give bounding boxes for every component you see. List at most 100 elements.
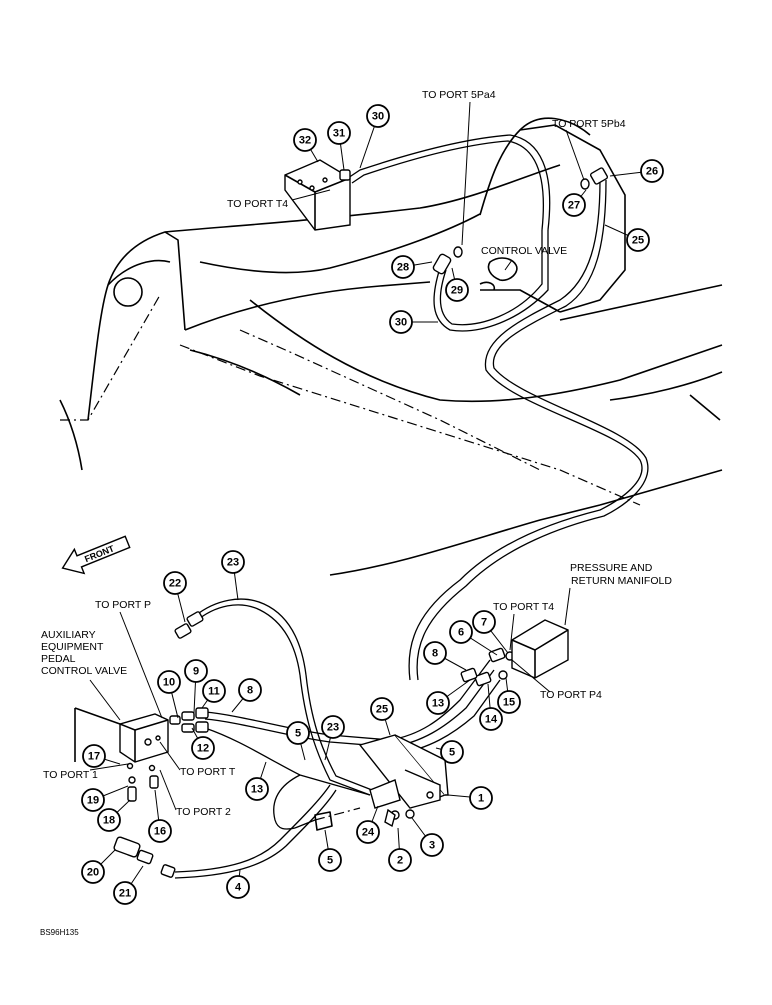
callout-number: 29 [451,285,463,297]
callout-circle [370,697,394,721]
label-aux-3: PEDAL [41,653,76,665]
callout-number: 5 [327,855,333,867]
callout-number: 19 [87,795,99,807]
callout-number: 30 [372,111,384,123]
callout-20: 20 [81,849,116,884]
label-to-port-t: TO PORT T [180,766,236,778]
label-to-port-1: TO PORT 1 [43,769,98,781]
callout-circle [245,777,269,801]
callout-13: 13 [426,679,471,715]
callout-number: 8 [432,648,438,660]
callout-circle [202,679,226,703]
label-to-port-t4-top: TO PORT T4 [227,198,288,210]
callout-25: 25 [604,224,650,252]
label-leaders [89,101,585,811]
callout-31: 31 [327,121,351,171]
callout-circle [449,620,473,644]
callout-circle [388,848,412,872]
callout-number: 12 [197,743,209,755]
label-pressure-manifold-2: RETURN MANIFOLD [571,575,672,587]
callout-circle [479,707,503,731]
callout-number: 6 [458,627,464,639]
top-manifold-block [284,159,351,231]
callout-circle [163,571,187,595]
callout-circle [81,788,105,812]
callout-number: 23 [227,557,239,569]
callout-number: 21 [119,888,131,900]
callout-number: 15 [503,697,515,709]
callout-circle [327,121,351,145]
callout-14: 14 [479,683,503,731]
callout-number: 26 [646,166,658,178]
callout-number: 25 [632,235,644,247]
aux-pedal-valve [74,707,169,763]
callout-24: 24 [356,805,380,844]
callout-circle [356,820,380,844]
callout-22: 22 [163,571,187,623]
callout-number: 10 [163,677,175,689]
callout-17: 17 [82,744,121,768]
callout-circle [562,193,586,217]
label-to-port-5pb4: TO PORT 5Pb4 [552,118,626,130]
callout-30: 30 [359,104,390,169]
callout-circle [191,736,215,760]
callout-5: 5 [286,721,310,761]
callout-number: 5 [295,728,301,740]
callout-circle [318,848,342,872]
label-aux-2: EQUIPMENT [41,641,104,653]
callout-number: 28 [397,262,409,274]
label-aux-1: AUXILIARY [41,629,96,641]
callout-number: 17 [88,751,100,763]
callout-11: 11 [201,679,226,709]
callout-circle [81,860,105,884]
callout-23: 23 [321,715,345,761]
callout-number: 4 [235,882,242,894]
callout-circle [226,875,250,899]
callout-circle [420,833,444,857]
callout-23: 23 [221,550,245,601]
callout-number: 30 [395,317,407,329]
callout-circle [497,690,521,714]
callout-number: 1 [478,793,484,805]
callout-number: 9 [193,666,199,678]
callout-number: 25 [376,704,388,716]
callout-26: 26 [609,159,664,183]
callout-1: 1 [447,786,493,810]
callout-circle [469,786,493,810]
callout-13: 13 [245,761,269,801]
label-to-port-5pa4: TO PORT 5Pa4 [422,89,496,101]
callout-circle [157,670,181,694]
callout-8: 8 [231,678,262,713]
callout-circle [391,255,415,279]
callout-28: 28 [391,255,433,279]
label-to-port-2: TO PORT 2 [176,806,231,818]
callout-3: 3 [411,817,444,857]
callout-number: 16 [154,826,166,838]
callout-number: 8 [247,685,253,697]
label-to-port-t4-right: TO PORT T4 [493,601,554,613]
callout-15: 15 [497,677,521,714]
callout-29: 29 [445,267,469,302]
callout-number: 2 [397,855,403,867]
callout-number: 24 [362,827,375,839]
callout-circle [366,104,390,128]
callout-30: 30 [389,310,438,334]
label-control-valve: CONTROL VALVE [481,245,567,257]
callout-circle [221,550,245,574]
text-labels: TO PORT 5Pa4 TO PORT 5Pb4 TO PORT T4 CON… [40,89,672,937]
callout-group: 1234555678891011121313141516171819202122… [81,104,664,905]
callout-circle [321,715,345,739]
callout-circle [238,678,262,702]
callout-circle [293,128,317,152]
callout-number: 31 [333,128,345,140]
callout-circle [389,310,413,334]
callout-circle [445,278,469,302]
label-to-port-p: TO PORT P [95,599,151,611]
callout-9: 9 [184,659,208,714]
figure-code: BS96H135 [40,928,79,937]
pedal-assembly [358,734,449,828]
callout-19: 19 [81,785,129,812]
callout-circle [148,819,172,843]
callout-32: 32 [293,128,319,163]
